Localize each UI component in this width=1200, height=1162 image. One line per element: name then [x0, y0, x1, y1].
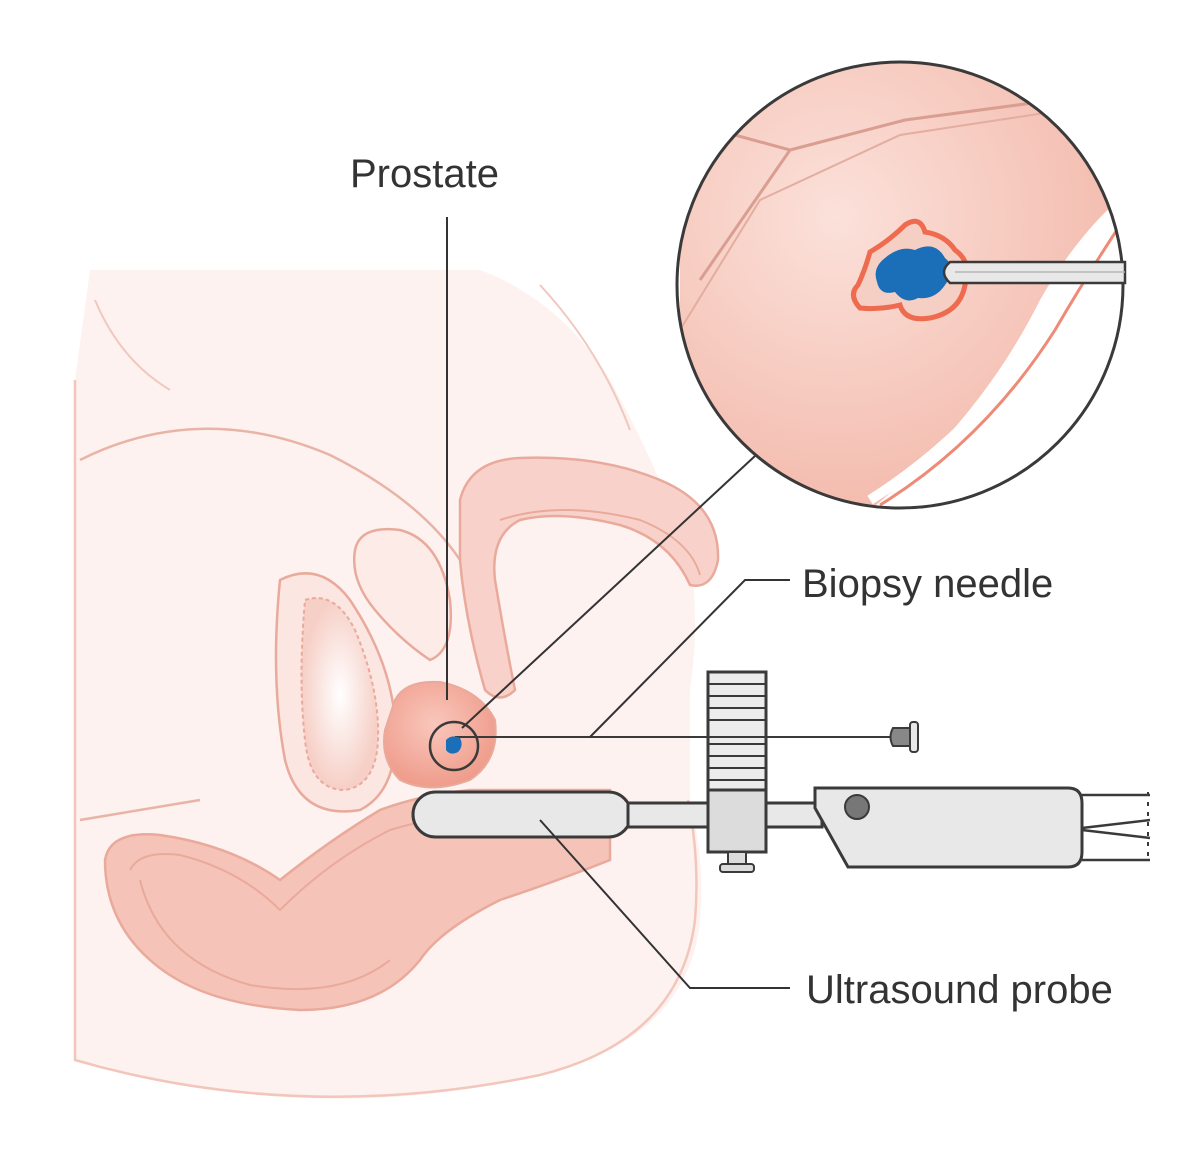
ultrasound-probe — [411, 786, 1151, 869]
prostate-gland — [383, 680, 497, 789]
ultrasound-probe-label: Ultrasound probe — [806, 968, 1113, 1012]
tumor — [851, 218, 1127, 322]
leader-lines — [446, 217, 790, 989]
needle-leader — [589, 579, 790, 738]
probe-leader — [539, 819, 790, 989]
needle-guide — [706, 670, 768, 873]
colon — [458, 456, 720, 699]
biopsy-needle-label: Biopsy needle — [802, 562, 1054, 606]
prostate-label: Prostate — [350, 152, 499, 196]
pubic-bone — [274, 572, 397, 813]
biopsy-needle — [455, 721, 919, 753]
inset-marker — [428, 720, 480, 772]
